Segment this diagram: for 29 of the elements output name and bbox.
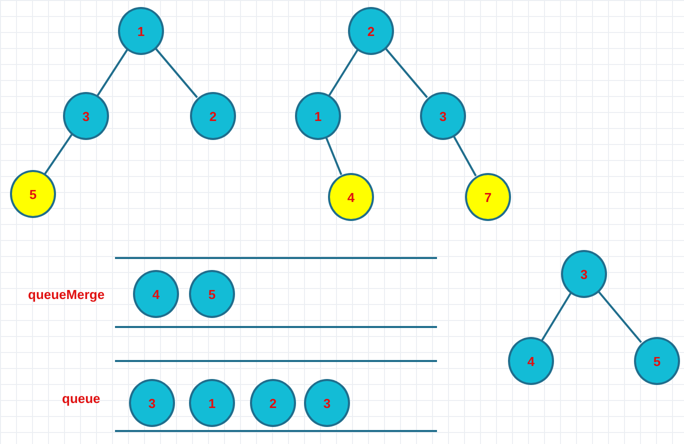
connector-line bbox=[328, 48, 359, 96]
node-circle: 3 bbox=[129, 379, 175, 427]
connector-line bbox=[96, 48, 128, 96]
queue-label: queue bbox=[62, 391, 100, 406]
queue-label: queueMerge bbox=[28, 287, 105, 302]
node-circle: 4 bbox=[508, 337, 554, 385]
connector-line bbox=[44, 133, 73, 175]
connector-line bbox=[452, 134, 477, 176]
connector-line bbox=[541, 292, 572, 341]
node-circle: 3 bbox=[420, 92, 466, 140]
node-circle: 5 bbox=[634, 337, 680, 385]
node-circle: 5 bbox=[10, 170, 56, 218]
node-circle: 1 bbox=[189, 379, 235, 427]
connector-line bbox=[384, 46, 428, 98]
node-circle: 2 bbox=[348, 7, 394, 55]
node-circle: 2 bbox=[250, 379, 296, 427]
node-circle: 3 bbox=[63, 92, 109, 140]
connector-line bbox=[324, 136, 342, 176]
node-circle: 7 bbox=[465, 173, 511, 221]
node-circle: 4 bbox=[133, 270, 179, 318]
node-circle: 4 bbox=[328, 173, 374, 221]
node-circle: 1 bbox=[295, 92, 341, 140]
node-circle: 5 bbox=[189, 270, 235, 318]
node-circle: 3 bbox=[304, 379, 350, 427]
connector-line bbox=[597, 290, 642, 344]
node-circle: 3 bbox=[561, 250, 607, 298]
connector-line bbox=[154, 46, 198, 98]
node-circle: 1 bbox=[118, 7, 164, 55]
node-circle: 2 bbox=[190, 92, 236, 140]
